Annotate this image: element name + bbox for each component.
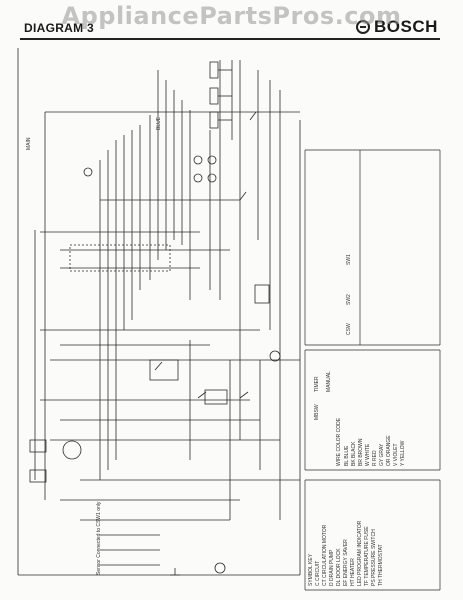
symbol-key-row: EF ENERGY SAVER: [343, 539, 349, 586]
wire-key-row: BL BLUE: [344, 445, 350, 466]
wire-key-row: BR BROWN: [358, 438, 364, 466]
sw2-label: SW2: [346, 294, 352, 305]
csw-label: CSW: [346, 323, 352, 335]
wire-key-row: W WHITE: [365, 443, 371, 466]
wire-key-row: R RED: [372, 450, 378, 466]
wire-key-row: Y YELLOW: [400, 440, 406, 466]
brand-name: BOSCH: [374, 17, 438, 36]
sensor-note: Sensor Connected to CSW1 only: [96, 501, 102, 575]
manual-label: MANUAL: [326, 371, 332, 392]
wire-key-row: GY GRAY: [379, 443, 385, 466]
symbol-key-row: TH THERMOSTAT: [378, 544, 384, 586]
mbsw-label: MBSW: [314, 404, 320, 420]
main-label: MAIN: [26, 137, 32, 150]
symbol-key-row: CT CIRCULATION MOTOR: [322, 524, 328, 586]
symbol-key-row: DL DOOR LOCK: [336, 548, 342, 586]
symbol-key-row: C CIRCUIT: [315, 561, 321, 586]
wire-key-row: OR ORANGE: [386, 435, 392, 466]
bosch-ring-logo-icon: [356, 20, 370, 34]
page-header: DIAGRAM 3 BOSCH AppliancePartsPros.com: [0, 0, 463, 46]
symbol-key-row: HT HEATER: [350, 558, 356, 586]
header-rule: [20, 38, 440, 40]
diagram-label: DIAGRAM 3: [24, 21, 95, 35]
symbol-key-title: SYMBOL KEY: [308, 553, 314, 586]
wire-key-row: BK BLACK: [351, 441, 357, 466]
symbol-key-row: TF TEMPERATURE FUSE: [364, 526, 370, 586]
symbol-key-row: D DRAIN PUMP: [329, 549, 335, 586]
sw1-label: SW1: [346, 254, 352, 265]
brand: BOSCH: [356, 17, 438, 37]
symbol-key-row: PS PRESSURE SWITCH: [371, 529, 377, 586]
blue-wire-label: BLUE: [156, 116, 162, 130]
symbol-key-row: LED PROGRAM INDICATOR: [357, 520, 363, 586]
timer-label: TIMER: [314, 376, 320, 392]
watermark: AppliancePartsPros.com: [61, 2, 402, 30]
wire-key-row: V VIOLET: [393, 443, 399, 466]
wire-key-title: WIRE COLOR CODE: [336, 417, 342, 466]
